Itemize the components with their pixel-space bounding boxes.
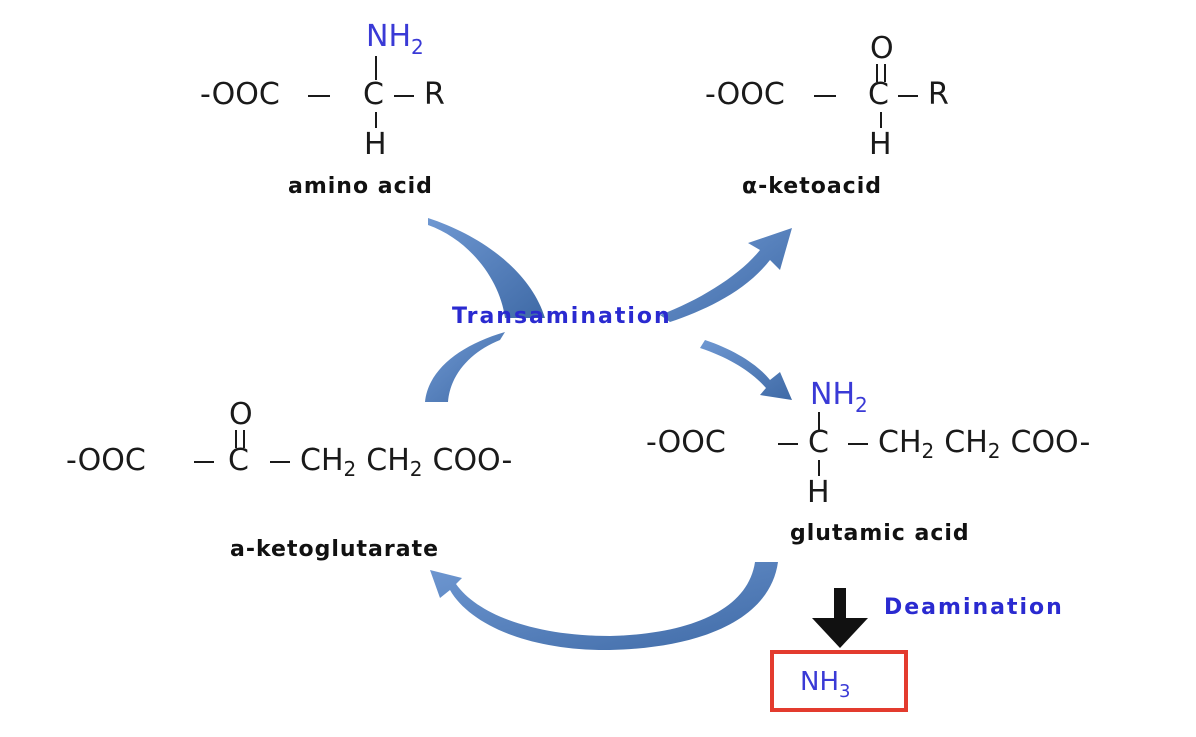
glutamic-h: H [807, 475, 830, 510]
ketoglutarate-name: a-ketoglutarate [230, 537, 439, 562]
ketoglutarate-oxygen: O [229, 397, 253, 432]
amino-acid-left-group: -OOC [200, 77, 280, 112]
arrow-ketoglutarate-to-center [425, 332, 505, 402]
amino-acid-r-group: R [424, 77, 445, 112]
glutamic-nh-group: NH2 [810, 377, 868, 417]
deamination-label: Deamination [884, 595, 1064, 620]
ketoglutarate-left-group: -OOC [66, 443, 146, 478]
glutamic-center-carbon: C [808, 425, 829, 460]
amino-acid-h: H [364, 127, 387, 162]
ammonia-product: NH3 [800, 667, 850, 702]
arrow-center-to-ketoacid [660, 228, 792, 322]
ammonia-highlight-box [770, 650, 908, 712]
arrow-amino-to-center [428, 218, 545, 318]
amino-acid-structure: NH2 -OOC C R H amino acid [200, 19, 445, 199]
keto-acid-oxygen: O [870, 31, 894, 66]
arrow-center-to-glutamic [700, 340, 792, 400]
keto-acid-center-carbon: C [868, 77, 889, 112]
transamination-label: Transamination [452, 304, 672, 329]
ketoglutarate-center-carbon: C [228, 443, 249, 478]
glutamic-acid-name: glutamic acid [790, 521, 970, 546]
amino-acid-center-carbon: C [363, 77, 384, 112]
keto-acid-r-group: R [928, 77, 949, 112]
deamination-arrow [812, 588, 868, 648]
arrow-glutamic-to-ketoglutarate [430, 562, 778, 651]
glutamic-left-group: -OOC [646, 425, 726, 460]
keto-acid-name: α-ketoacid [742, 174, 882, 199]
amino-acid-nh-group: NH2 [366, 19, 424, 59]
keto-acid-structure: O -OOC C R H α-ketoacid [705, 31, 949, 199]
keto-acid-left-group: -OOC [705, 77, 785, 112]
amino-acid-name: amino acid [288, 174, 433, 199]
keto-acid-h: H [869, 127, 892, 162]
